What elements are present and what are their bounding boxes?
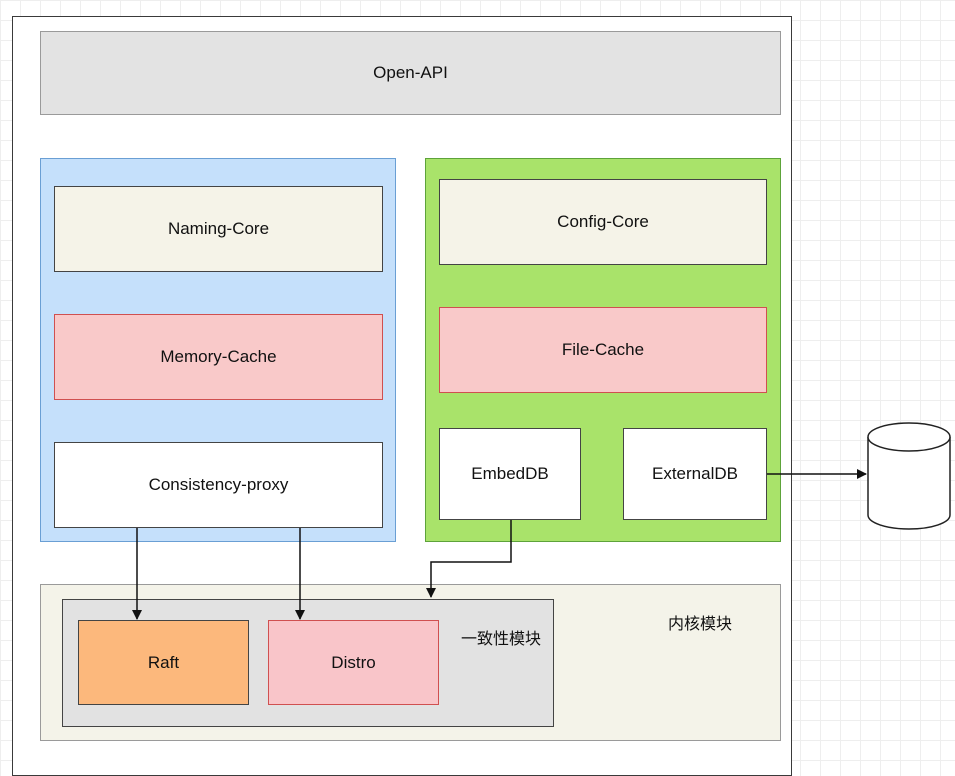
file-cache-box: File-Cache bbox=[439, 307, 767, 393]
memory-cache-label: Memory-Cache bbox=[160, 347, 277, 366]
distro-label: Distro bbox=[331, 652, 376, 672]
embed-db-label: EmbedDB bbox=[471, 464, 549, 483]
embeddb-to-consistency-arrow bbox=[426, 520, 512, 598]
embed-db-box: EmbedDB bbox=[439, 428, 581, 520]
config-core-box: Config-Core bbox=[439, 179, 767, 265]
config-core-label: Config-Core bbox=[557, 212, 649, 231]
naming-core-label: Naming-Core bbox=[167, 219, 270, 238]
raft-box: Raft bbox=[78, 620, 249, 705]
external-db-box: ExternalDB bbox=[623, 428, 767, 520]
consistency-module-label: 一致性模块 bbox=[461, 631, 542, 648]
database-cylinder-icon bbox=[867, 422, 951, 530]
open-api-label: Open-API bbox=[373, 63, 448, 82]
distro-box: Distro bbox=[268, 620, 439, 705]
memory-cache-box: Memory-Cache bbox=[54, 314, 383, 400]
kernel-module-label: 内核模块 bbox=[668, 616, 733, 633]
external-db-label: ExternalDB bbox=[652, 464, 738, 483]
raft-label: Raft bbox=[147, 652, 180, 672]
consistency-proxy-label: Consistency-proxy bbox=[148, 475, 289, 494]
consistency-proxy-box: Consistency-proxy bbox=[54, 442, 383, 528]
connector-layer bbox=[132, 422, 951, 620]
file-cache-label: File-Cache bbox=[561, 340, 645, 359]
open-api-box: Open-API bbox=[40, 31, 781, 115]
naming-core-box: Naming-Core bbox=[54, 186, 383, 272]
